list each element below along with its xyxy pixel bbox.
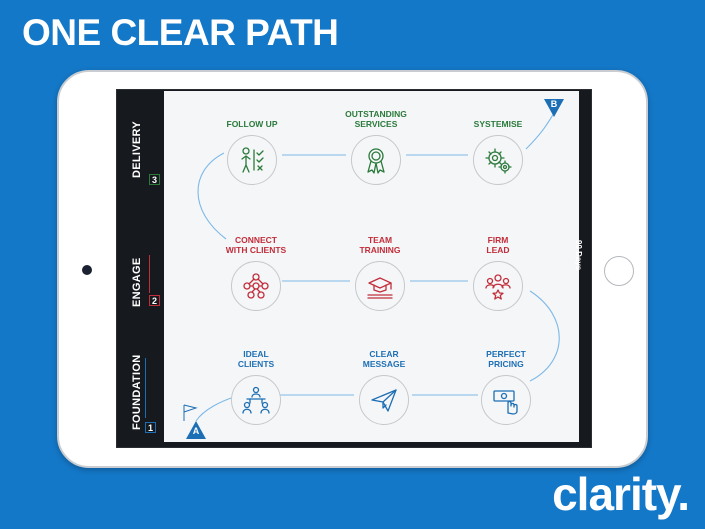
node-circle [227,135,277,185]
start-marker: A [186,421,206,439]
node-title: CLEAR MESSAGE [362,349,406,369]
cash-hand-icon [493,390,518,415]
node-title: SYSTEMISE [473,119,523,129]
node-ideal-clients[interactable]: IDEAL CLIENTS [206,347,306,425]
node-title: CONNECT WITH CLIENTS [225,235,287,255]
stage-divider [149,255,150,293]
node-title: FOLLOW UP [226,119,278,129]
path-connectors [195,112,560,422]
node-title: FIRM LEAD [486,235,510,255]
node-circle [351,135,401,185]
flag-icon [183,404,198,421]
node-title: PERFECT PRICING [486,349,526,369]
gears-icon [485,148,512,174]
award-ribbon-icon [367,148,385,174]
stage-label-engage: ENGAGE [131,257,143,307]
node-circle [473,261,523,311]
stage-label-foundation: FOUNDATION [131,354,143,430]
home-button[interactable] [604,256,634,286]
node-circle [231,261,281,311]
end-marker: B [544,99,564,117]
start-marker-label: A [192,426,200,436]
stage-sidebar: FOUNDATION 1 ENGAGE 2 DELIVERY 3 [117,90,164,447]
stage-label-delivery: DELIVERY [131,120,143,178]
node-circle [481,375,531,425]
node-systemise[interactable]: SYSTEMISE [448,107,548,185]
stage-foundation: FOUNDATION 1 [123,354,156,438]
right-tab-label: 90 Days [574,240,583,271]
paper-plane-icon [371,389,397,412]
node-firm-lead[interactable]: FIRM LEAD [448,233,548,311]
right-tab: 90 Days [574,240,613,270]
stage-divider [145,358,146,418]
node-title: TEAM TRAINING [359,235,401,255]
node-clear-message[interactable]: CLEAR MESSAGE [334,347,434,425]
node-circle [473,135,523,185]
network-icon [243,273,269,299]
stage-number-delivery: 3 [149,174,160,185]
meeting-icon [242,386,270,414]
stage-number-foundation: 1 [145,422,156,433]
stage-engage: ENGAGE 2 [123,255,160,335]
node-team-training[interactable]: TEAM TRAINING [330,233,430,311]
stage-number-engage: 2 [149,295,160,306]
node-title: IDEAL CLIENTS [237,349,275,369]
node-circle [231,375,281,425]
camera-icon [82,265,92,275]
team-star-icon [485,274,511,300]
node-circle [355,261,405,311]
graduation-cap-icon [367,277,393,299]
node-title: OUTSTANDING SERVICES [345,109,407,129]
person-checklist-icon [241,147,264,173]
node-follow-up[interactable]: FOLLOW UP [202,107,302,185]
node-outstanding-services[interactable]: OUTSTANDING SERVICES [326,107,426,185]
headline: ONE CLEAR PATH [22,12,339,53]
stage-delivery: DELIVERY 3 [123,121,160,198]
tablet-screen: FOUNDATION 1 ENGAGE 2 DELIVERY 3 [116,89,592,448]
node-connect-with-clients[interactable]: CONNECT WITH CLIENTS [206,233,306,311]
brand-logo: clarity. [552,468,690,520]
path-diagram: A B FOLLOW UP OUTSTANDING SERVICES [164,91,579,442]
end-marker-label: B [550,99,558,109]
node-circle [359,375,409,425]
node-perfect-pricing[interactable]: PERFECT PRICING [456,347,556,425]
